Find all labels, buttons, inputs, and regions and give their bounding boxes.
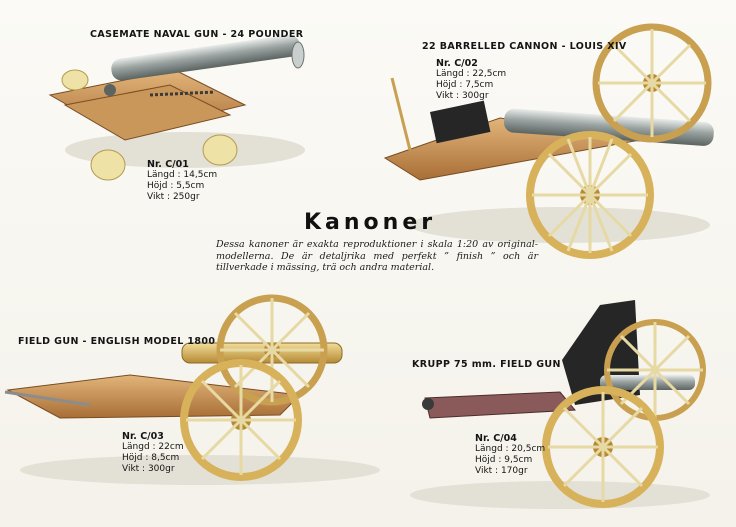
cannon-c01-nr: Nr. C/01: [147, 159, 189, 170]
cannon-c02-length: Längd : 22,5cm: [436, 69, 507, 79]
cannon-c01-image: [48, 34, 305, 181]
cannon-c03-specs: Nr. C/03 Längd : 22cm Höjd : 8,5cm Vikt …: [122, 431, 184, 475]
cannon-c02-nr: Nr. C/02: [436, 58, 478, 69]
cannon-c03-caption: FIELD GUN - ENGLISH MODEL 1800: [18, 336, 216, 347]
cannon-c01-height: Höjd : 5,5cm: [147, 181, 205, 191]
cannon-c04-weight: Vikt : 170gr: [475, 466, 528, 476]
cannon-c04-height: Höjd : 9,5cm: [475, 455, 533, 465]
page-title: Kanoner: [304, 210, 437, 235]
cannon-c03-nr: Nr. C/03: [122, 431, 164, 442]
page-description: Dessa kanoner är exakta reproduktioner i…: [216, 239, 538, 273]
cannon-c02-caption: 22 BARRELLED CANNON - LOUIS XIV: [422, 41, 627, 52]
cannon-c04-image: [410, 300, 710, 509]
cannon-c03-weight: Vikt : 300gr: [122, 464, 175, 474]
cannon-c04-caption: KRUPP 75 mm. FIELD GUN: [412, 359, 561, 370]
cannon-c03-length: Längd : 22cm: [122, 442, 184, 452]
cannon-c04-length: Längd : 20,5cm: [475, 444, 546, 454]
cannon-c04-nr: Nr. C/04: [475, 433, 517, 444]
cannon-c03-image: [4, 294, 380, 485]
cannon-c03-height: Höjd : 8,5cm: [122, 453, 180, 463]
cannon-c04-specs: Nr. C/04 Längd : 20,5cm Höjd : 9,5cm Vik…: [475, 433, 545, 477]
cannon-c02-height: Höjd : 7,5cm: [436, 80, 494, 90]
cannon-c01-caption: CASEMATE NAVAL GUN - 24 POUNDER: [90, 29, 304, 40]
cannon-c01-specs: Nr. C/01 Längd : 14,5cm Höjd : 5,5cm Vik…: [147, 159, 217, 203]
cannon-c01-weight: Vikt : 250gr: [147, 192, 200, 202]
cannon-c02-specs: Nr. C/02 Längd : 22,5cm Höjd : 7,5cm Vik…: [436, 58, 506, 102]
cannon-c02-weight: Vikt : 300gr: [436, 91, 489, 101]
cannon-c01-length: Längd : 14,5cm: [147, 170, 218, 180]
cannon-c02-image: [383, 23, 714, 259]
